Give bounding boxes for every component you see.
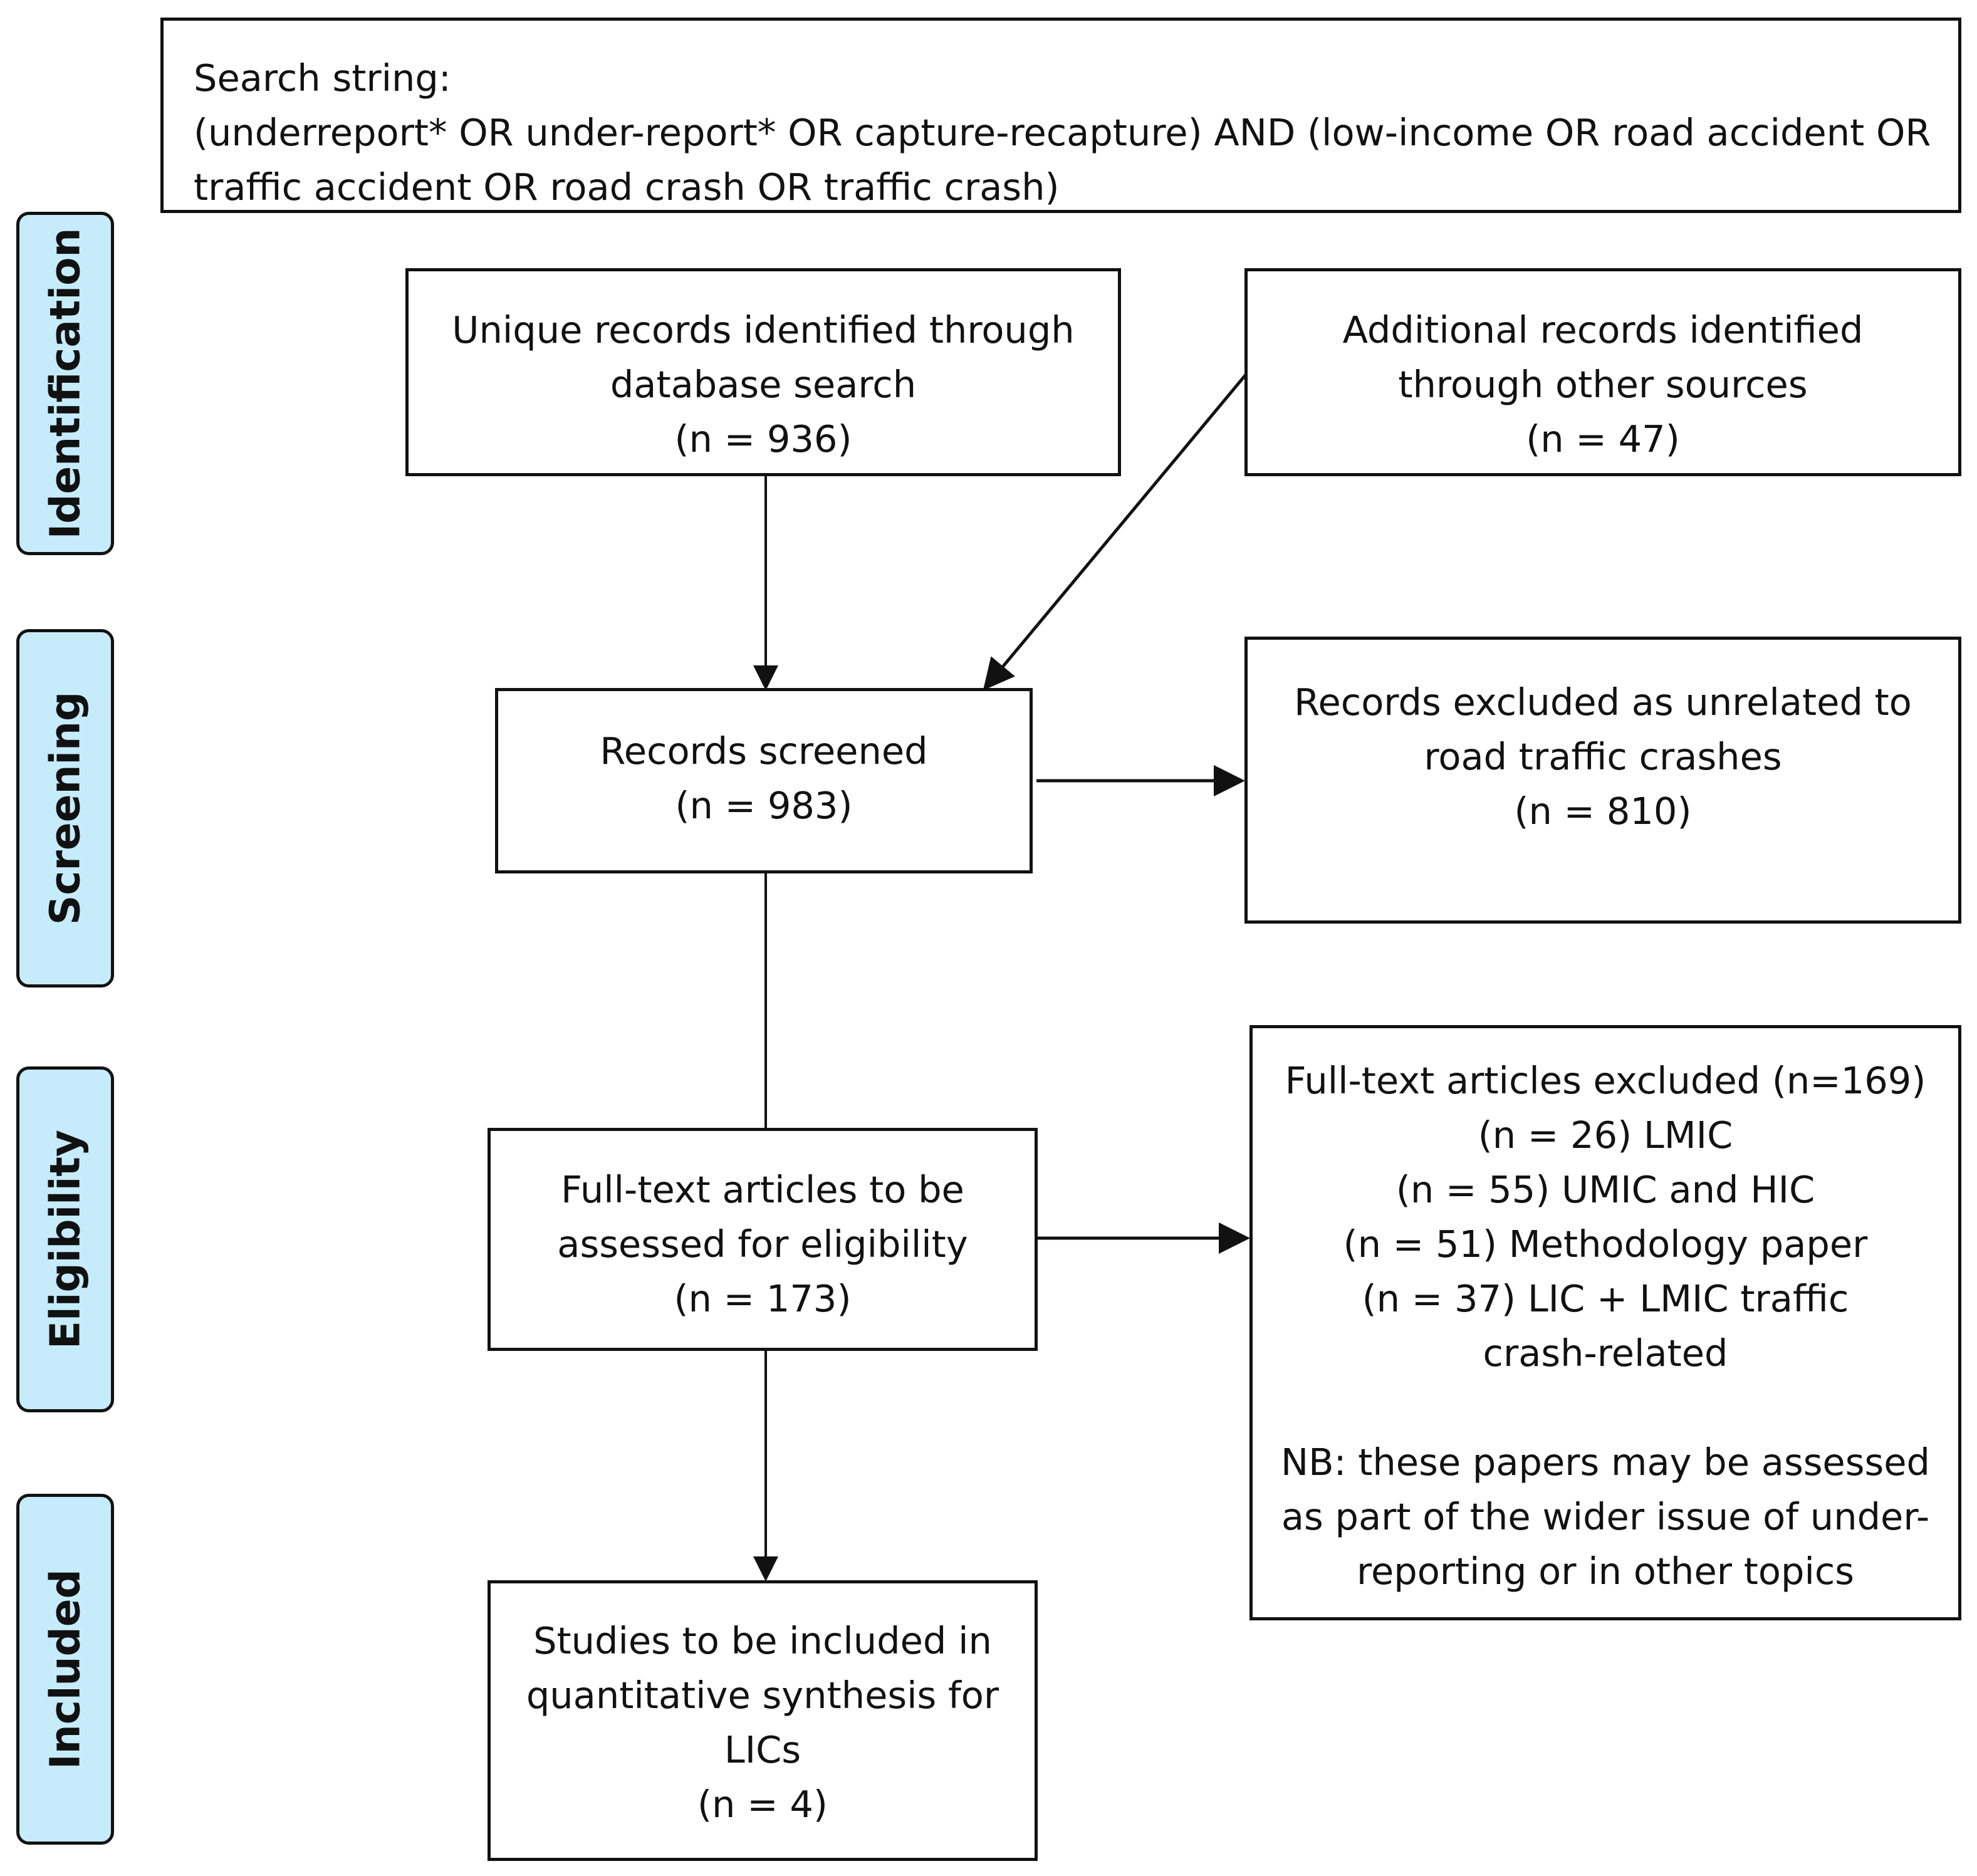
- records-excluded-line-2: road traffic crashes: [1424, 735, 1782, 778]
- fulltext-excluded-umic-hic: (n = 55) UMIC and HIC: [1395, 1168, 1815, 1211]
- database-records-line-2: database search: [610, 363, 917, 406]
- fulltext-excluded-note-2: as part of the wider issue of under-: [1281, 1495, 1930, 1538]
- studies-included-line-3: LICs: [724, 1728, 801, 1771]
- stage-included: Included: [16, 1494, 114, 1845]
- fulltext-excluded-methodology: (n = 51) Methodology paper: [1343, 1222, 1868, 1266]
- fulltext-assessed-line-2: assessed for eligibility: [557, 1222, 968, 1266]
- fulltext-excluded-box: Full-text articles excluded (n=169) (n =…: [1249, 1025, 1961, 1620]
- records-excluded-count: (n = 810): [1514, 789, 1692, 833]
- records-excluded-box: Records excluded as unrelated to road tr…: [1244, 637, 1961, 924]
- search-string-line-1: (underreport* OR under-report* OR captur…: [194, 111, 1931, 154]
- studies-included-line-1: Studies to be included in: [533, 1619, 992, 1662]
- fulltext-assessed-box: Full-text articles to be assessed for el…: [488, 1128, 1038, 1351]
- additional-records-count: (n = 47): [1526, 417, 1680, 461]
- search-string-box: Search string: (underreport* OR under-re…: [160, 18, 1961, 213]
- studies-included-box: Studies to be included in quantitative s…: [488, 1580, 1038, 1861]
- stage-identification: Identification: [16, 212, 114, 555]
- database-records-line-1: Unique records identified through: [452, 308, 1075, 352]
- additional-records-line-1: Additional records identified: [1342, 308, 1864, 352]
- fulltext-assessed-line-1: Full-text articles to be: [561, 1168, 964, 1211]
- stage-eligibility: Eligibility: [16, 1066, 114, 1412]
- database-records-box: Unique records identified through databa…: [405, 268, 1121, 476]
- records-excluded-line-1: Records excluded as unrelated to: [1294, 680, 1912, 724]
- fulltext-excluded-note-1: NB: these papers may be assessed: [1281, 1441, 1930, 1484]
- stage-screening: Screening: [16, 629, 114, 988]
- fulltext-excluded-lic-lmic: (n = 37) LIC + LMIC traffic: [1362, 1277, 1849, 1320]
- studies-included-count: (n = 4): [697, 1783, 828, 1826]
- studies-included-line-2: quantitative synthesis for: [526, 1674, 999, 1717]
- additional-records-line-2: through other sources: [1398, 363, 1808, 406]
- records-screened-count: (n = 983): [675, 784, 853, 827]
- records-screened-box: Records screened (n = 983): [495, 688, 1033, 873]
- fulltext-excluded-lmic: (n = 26) LMIC: [1478, 1113, 1733, 1157]
- search-string-line-2: traffic accident OR road crash OR traffi…: [194, 165, 1060, 209]
- search-string-heading: Search string:: [194, 56, 451, 100]
- fulltext-excluded-lic-lmic-cont: crash-related: [1483, 1331, 1728, 1375]
- fulltext-assessed-count: (n = 173): [674, 1277, 852, 1320]
- additional-records-box: Additional records identified through ot…: [1244, 268, 1961, 476]
- fulltext-excluded-heading: Full-text articles excluded (n=169): [1285, 1059, 1926, 1102]
- arrow-additional-to-screened: [983, 373, 1247, 690]
- database-records-count: (n = 936): [674, 417, 852, 461]
- records-screened-label: Records screened: [600, 729, 928, 773]
- fulltext-excluded-note-3: reporting or in other topics: [1356, 1550, 1855, 1593]
